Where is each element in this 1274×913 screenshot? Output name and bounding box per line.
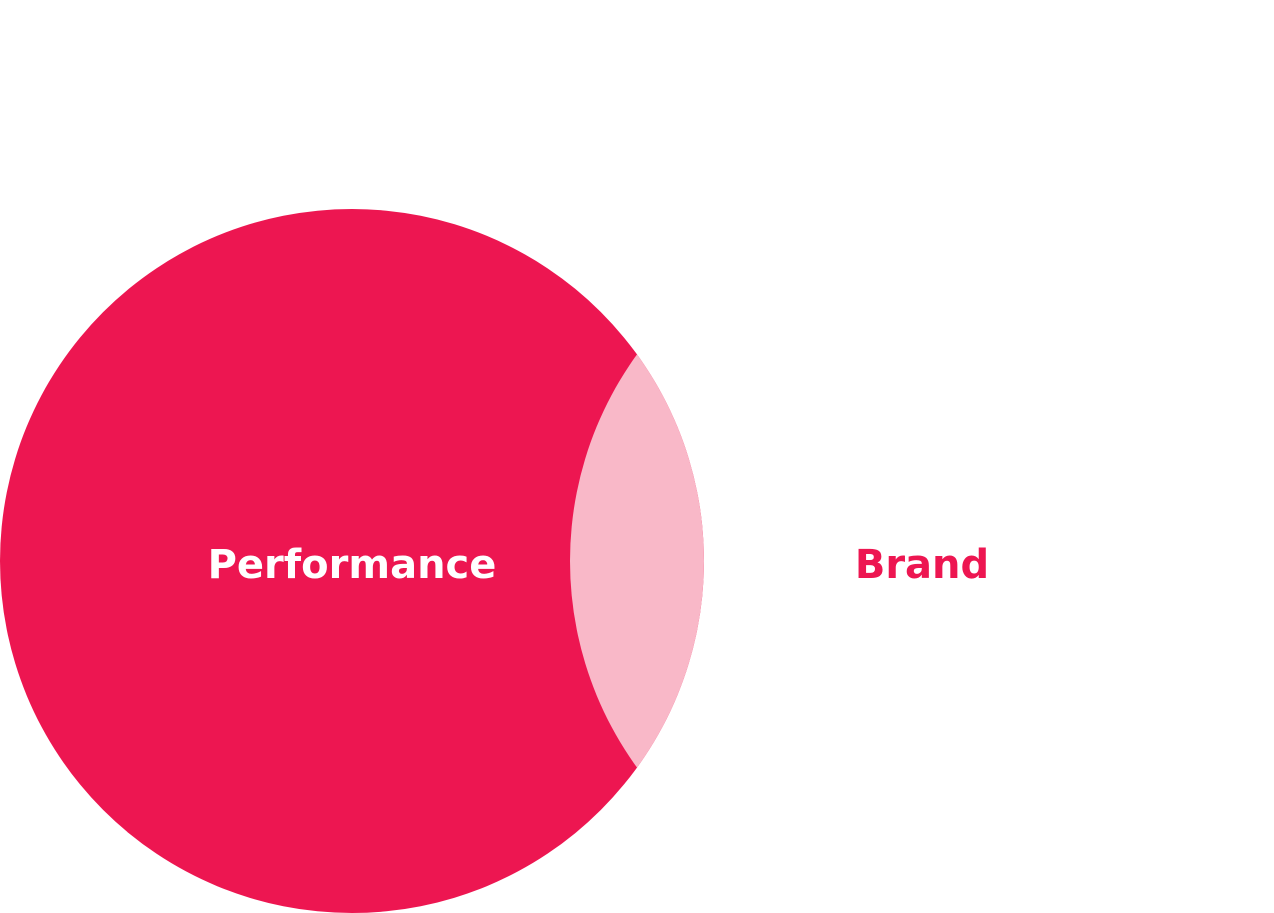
brand-label: Brand [855, 542, 989, 588]
performance-circle [0, 209, 704, 913]
performance-label: Performance [208, 542, 497, 588]
